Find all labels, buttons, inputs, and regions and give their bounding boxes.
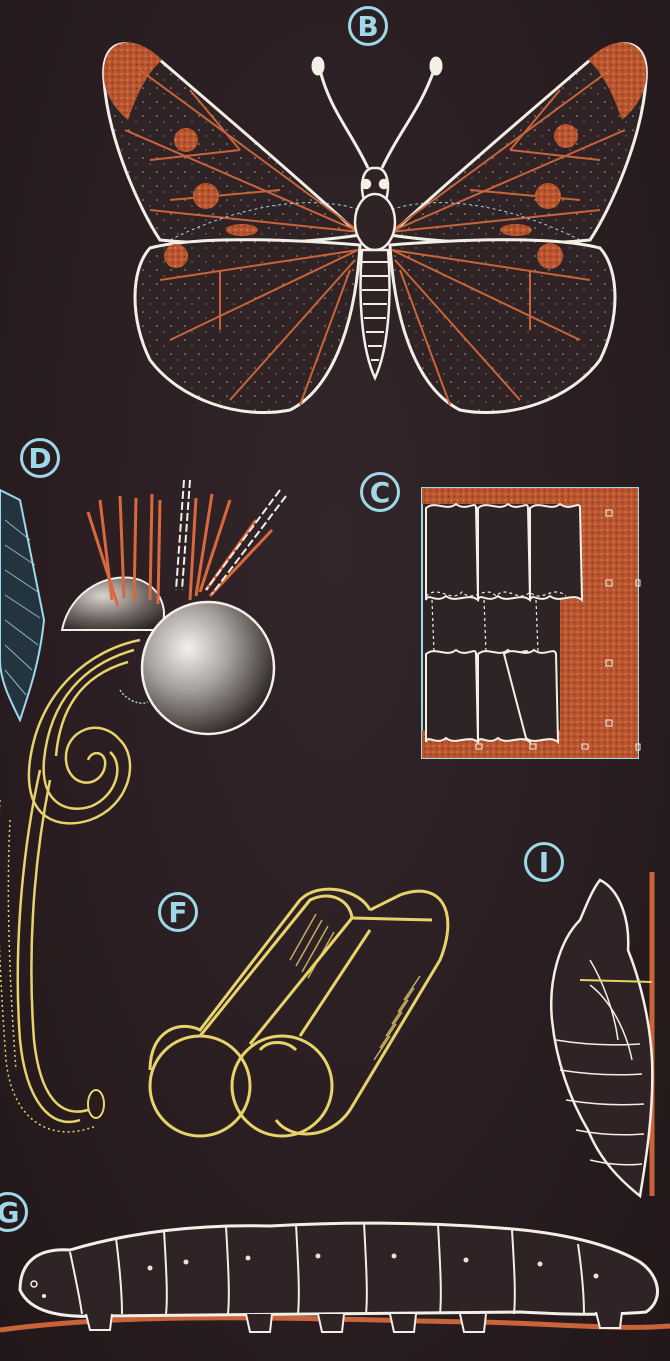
- figure-label-b-text: B: [351, 9, 385, 45]
- wing-scales-illustration: [422, 488, 640, 758]
- chrysalis-illustration: [551, 872, 652, 1196]
- compound-eye-sphere: [142, 602, 274, 734]
- figure-label-i: I: [524, 842, 564, 882]
- coiled-proboscis: [18, 640, 140, 1122]
- figure-label-d-text: D: [23, 441, 57, 477]
- antennae: [313, 58, 441, 168]
- figure-label-d: D: [20, 438, 60, 478]
- figure-label-c: C: [360, 472, 400, 512]
- figure-label-c-text: C: [363, 475, 397, 511]
- proboscis-detail-illustration: [0, 480, 286, 1132]
- figure-label-i-text: I: [527, 845, 561, 881]
- butterfly-body: [355, 168, 395, 378]
- figure-label-g-text: G: [0, 1195, 25, 1231]
- figure-label-b: B: [348, 6, 388, 46]
- butterfly-illustration: [104, 43, 647, 413]
- figure-label-f-text: F: [161, 895, 195, 931]
- caterpillar-illustration: [0, 1222, 670, 1332]
- figure-label-g: G: [0, 1192, 28, 1232]
- figure-label-f: F: [158, 892, 198, 932]
